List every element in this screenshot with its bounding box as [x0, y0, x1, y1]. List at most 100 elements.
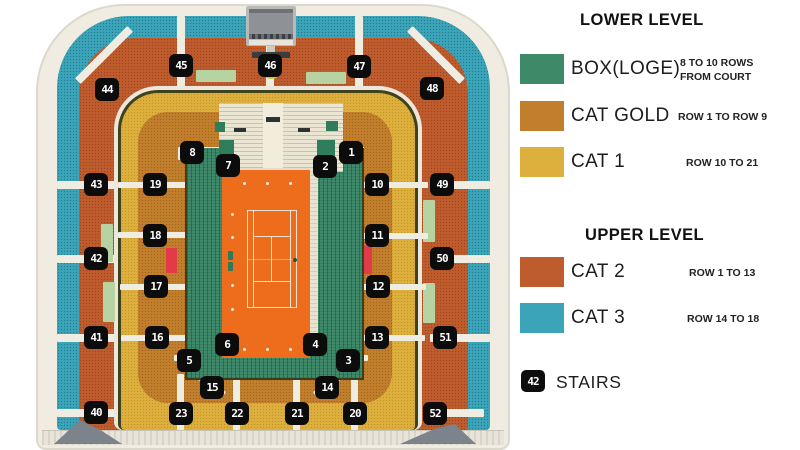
aisle	[359, 284, 426, 290]
stairs-badge-19[interactable]: 19	[143, 173, 167, 196]
sponsor-logo	[266, 75, 277, 79]
stairs-badge-51[interactable]: 51	[433, 326, 457, 349]
scoreboard-banner	[249, 40, 293, 79]
line-judge-dot	[266, 182, 269, 185]
stairs-badge-42[interactable]: 42	[84, 247, 108, 270]
stairs-badge-23[interactable]: 23	[169, 402, 193, 425]
umpire-chair	[228, 251, 233, 260]
stairs-badge-52[interactable]: 52	[423, 402, 447, 425]
stairs-badge-47[interactable]: 47	[347, 55, 371, 78]
tribune-railing	[266, 117, 280, 122]
legend-row-cat3: CAT 3 ROW 14 TO 18	[510, 303, 800, 335]
umpire-chair	[228, 262, 233, 271]
stairs-badge-40[interactable]: 40	[84, 401, 108, 424]
cat3-label: CAT 3	[571, 307, 626, 328]
line-judge-dot	[231, 284, 234, 287]
stairs-badge-15[interactable]: 15	[200, 376, 224, 399]
stairs-badge-14[interactable]: 14	[315, 376, 339, 399]
cat1-note: ROW 10 TO 21	[686, 157, 759, 169]
cat1-label: CAT 1	[571, 151, 626, 172]
stairs-badge-41[interactable]: 41	[84, 326, 108, 349]
stairs-badge-1[interactable]: 1	[339, 141, 363, 164]
line-judge-dot	[243, 182, 246, 185]
stairs-badge-5[interactable]: 5	[177, 349, 201, 372]
bottom-concourse	[42, 430, 504, 445]
stairs-badge-44[interactable]: 44	[95, 78, 119, 101]
cat3-swatch	[520, 303, 564, 333]
stairs-badge-20[interactable]: 20	[343, 402, 367, 425]
line-judge-dot	[266, 348, 269, 351]
legend-row-box-loge: BOX(LOGE) 8 TO 10 ROWS FROM COURT	[510, 54, 800, 86]
stairs-badge-3[interactable]: 3	[336, 349, 360, 372]
stairs-badge-22[interactable]: 22	[225, 402, 249, 425]
cat-gold-note: ROW 1 TO ROW 9	[678, 111, 768, 123]
stairs-badge-8[interactable]: 8	[180, 141, 204, 164]
stairs-badge-17[interactable]: 17	[144, 275, 168, 298]
landing-patch	[306, 72, 346, 84]
line-judge-dot	[231, 236, 234, 239]
tribune-side-box	[326, 121, 338, 131]
legend-row-cat2: CAT 2 ROW 1 TO 13	[510, 257, 800, 289]
stairs-badge-45[interactable]: 45	[169, 54, 193, 77]
box-loge-label: BOX(LOGE)	[571, 58, 681, 79]
stairs-badge-2[interactable]: 2	[313, 155, 337, 178]
aisle	[424, 409, 484, 417]
landing-patch	[423, 283, 435, 323]
cat2-swatch	[520, 257, 564, 287]
stairs-badge-50[interactable]: 50	[430, 247, 454, 270]
cat-gold-swatch	[520, 101, 564, 131]
legend-row-cat1: CAT 1 ROW 10 TO 21	[510, 147, 800, 179]
tennis-court-lines	[247, 210, 297, 308]
scoreboard-booth-row	[249, 34, 293, 39]
stairs-badge-13[interactable]: 13	[365, 326, 389, 349]
stairs-badge-46[interactable]: 46	[258, 54, 282, 77]
stairs-badge-4[interactable]: 4	[303, 333, 327, 356]
tribune-side-box	[215, 122, 225, 132]
red-section-marker	[166, 248, 177, 273]
landing-patch	[423, 200, 435, 242]
stairs-label: STAIRS	[556, 372, 622, 392]
stairs-badge-10[interactable]: 10	[365, 173, 389, 196]
cat1-swatch	[520, 147, 564, 177]
cat2-label: CAT 2	[571, 261, 626, 282]
stairs-badge-21[interactable]: 21	[285, 402, 309, 425]
line-judge-dot	[243, 348, 246, 351]
line-judge-dot	[289, 182, 292, 185]
aisle	[430, 255, 490, 263]
stairs-badge-7[interactable]: 7	[216, 154, 240, 177]
scoreboard-stem	[267, 46, 275, 54]
stairs-badge-12[interactable]: 12	[366, 275, 390, 298]
landing-patch	[196, 70, 236, 82]
stairs-badge-49[interactable]: 49	[430, 173, 454, 196]
aisle	[430, 334, 490, 342]
aisle	[355, 16, 363, 88]
aisle	[430, 181, 490, 189]
red-section-marker	[361, 246, 372, 274]
clay-court	[222, 168, 310, 358]
stairs-badge-icon: 42	[521, 370, 545, 392]
line-judge-dot	[289, 348, 292, 351]
tribune-railing	[234, 128, 246, 132]
legend-panel: LOWER LEVEL BOX(LOGE) 8 TO 10 ROWS FROM …	[510, 0, 800, 450]
aisle	[359, 182, 428, 188]
box-loge-swatch	[520, 54, 564, 84]
tribune-railing	[298, 128, 310, 132]
landing-patch	[103, 282, 115, 322]
stairs-badge-11[interactable]: 11	[365, 224, 389, 247]
legend-row-cat-gold: CAT GOLD ROW 1 TO ROW 9	[510, 101, 800, 133]
line-judge-dot	[231, 213, 234, 216]
courtside-walkway	[310, 168, 318, 356]
box-loge-note: 8 TO 10 ROWS FROM COURT	[680, 57, 754, 84]
upper-level-title: UPPER LEVEL	[585, 226, 705, 244]
stairs-badge-16[interactable]: 16	[145, 326, 169, 349]
stairs-badge-18[interactable]: 18	[143, 224, 167, 247]
line-judge-dot	[231, 308, 234, 311]
stairs-badge-43[interactable]: 43	[84, 173, 108, 196]
lower-level-title: LOWER LEVEL	[580, 11, 704, 29]
aisle	[359, 335, 425, 341]
stairs-badge-6[interactable]: 6	[215, 333, 239, 356]
net-post-dot	[293, 258, 297, 262]
stairs-badge-48[interactable]: 48	[420, 77, 444, 100]
cat2-note: ROW 1 TO 13	[689, 267, 756, 279]
